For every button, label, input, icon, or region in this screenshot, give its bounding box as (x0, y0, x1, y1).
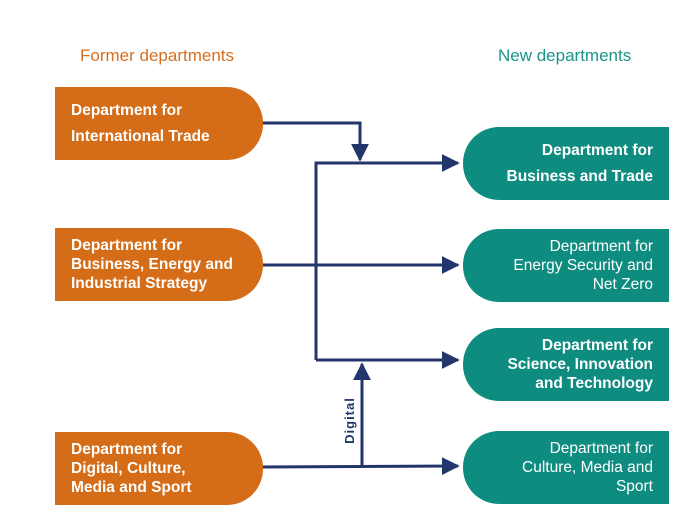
new-dept-business-and-trade: Department for Business and Trade (463, 127, 669, 200)
dit-connector (262, 121, 369, 162)
former-dept-beis: Department for Business, Energy and Indu… (55, 228, 263, 301)
new-departments-heading: New departments (498, 46, 632, 65)
dcms-connector (261, 457, 460, 476)
new-dept-culture-media-sport: Department for Culture, Media and Sport (463, 431, 669, 504)
former-departments-heading: Former departments (80, 46, 234, 65)
digital-flow-label: Digital (341, 396, 357, 444)
dbt-connector (314, 154, 460, 360)
former-dept-dcms: Department for Digital, Culture, Media a… (55, 432, 263, 505)
new-dept-science-innovation: Department for Science, Innovation and T… (463, 328, 669, 401)
new-dept-energy-security: Department for Energy Security and Net Z… (463, 229, 669, 302)
former-dept-international-trade: Department for International Trade (55, 87, 263, 160)
